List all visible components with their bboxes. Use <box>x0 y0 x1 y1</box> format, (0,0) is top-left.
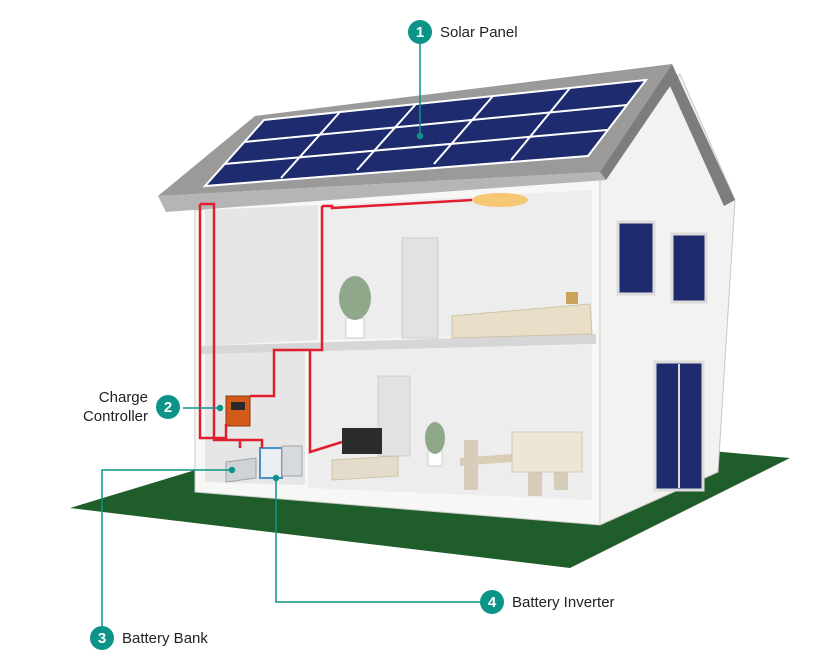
battery-bank-device <box>225 457 257 483</box>
callout-charge-controller: Charge Controller 2 <box>58 388 180 426</box>
callout-battery-inverter: 4 Battery Inverter <box>480 590 615 614</box>
charge-controller-label: Charge Controller <box>82 389 148 425</box>
charge-controller-device <box>225 395 251 427</box>
red-wiring <box>198 198 473 454</box>
solar-panel-label: Solar Panel <box>440 23 518 41</box>
ceiling-light <box>472 193 528 207</box>
solar-panel-array <box>202 78 649 188</box>
callout-number-badge: 3 <box>90 626 114 650</box>
callout-leaders <box>101 44 482 626</box>
upstairs-bed <box>451 292 593 339</box>
roof-edge <box>600 64 735 206</box>
side-windows <box>616 220 708 492</box>
downstairs-plant <box>425 422 445 467</box>
upstairs-door <box>401 237 439 339</box>
upstairs-plant <box>339 276 371 339</box>
callout-number-badge: 4 <box>480 590 504 614</box>
upper-right-room <box>322 190 592 340</box>
battery-bank-label: Battery Bank <box>122 629 208 647</box>
battery-inverter-device <box>259 445 303 479</box>
callout-battery-bank: 3 Battery Bank <box>90 626 208 650</box>
roof-front-edge <box>158 172 606 212</box>
callout-number-badge: 1 <box>408 20 432 44</box>
battery-inverter-label: Battery Inverter <box>512 593 615 611</box>
callout-solar-panel: 1 Solar Panel <box>408 20 518 44</box>
callout-number-badge: 2 <box>156 395 180 419</box>
downstairs-door <box>377 375 411 457</box>
tv-unit <box>331 428 399 481</box>
upper-left-room <box>205 205 318 346</box>
dining-set <box>460 431 583 496</box>
